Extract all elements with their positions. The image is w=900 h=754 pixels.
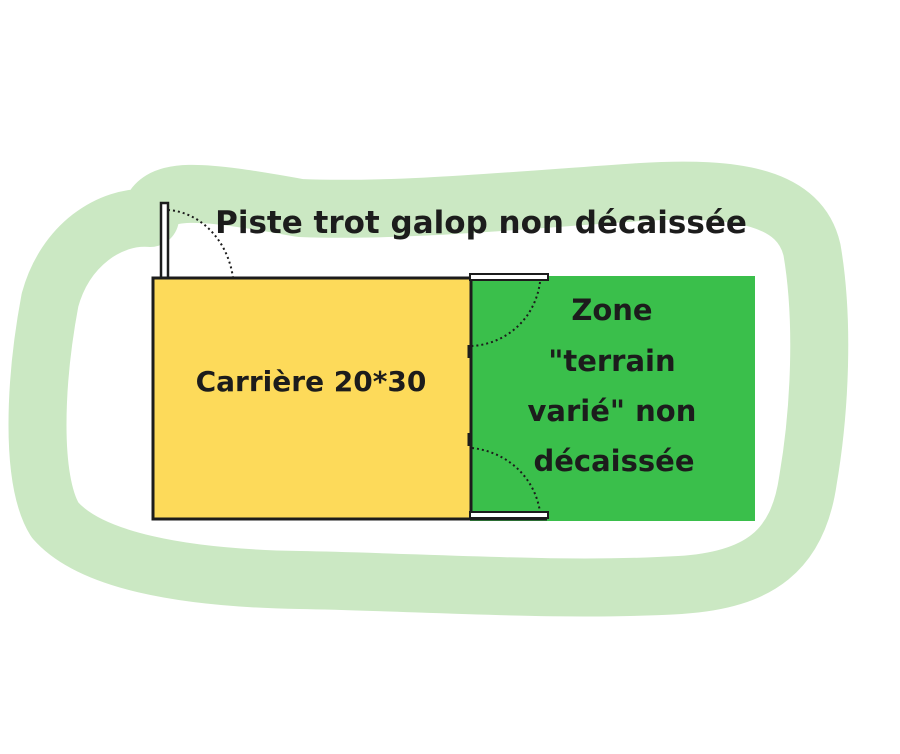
- track-gate-swing-arc: [167, 209, 234, 279]
- track-ring: [8, 161, 849, 617]
- zone-label-line-4: décaissée: [534, 444, 695, 478]
- zone-label-line-2: "terrain: [548, 344, 675, 378]
- track-gate-leaf: [159, 201, 170, 281]
- zone-bottom-gate-leaf: [469, 511, 549, 519]
- zone-top-gate-swing-arc: [471, 281, 541, 347]
- zone-top-gate-leaf: [469, 273, 549, 281]
- arena-label: Carrière 20*30: [196, 365, 427, 398]
- zone-label-line-1: Zone: [571, 293, 652, 327]
- zone-label-line-3: varié" non: [528, 394, 697, 428]
- track-label: Piste trot galop non décaissée: [215, 205, 747, 241]
- arena: [151, 276, 473, 521]
- zone-label: Zone "terrain varié" non décaissée: [528, 293, 707, 478]
- terrain-zone: [470, 276, 755, 521]
- zone-bottom-gate-swing-arc: [471, 447, 541, 513]
